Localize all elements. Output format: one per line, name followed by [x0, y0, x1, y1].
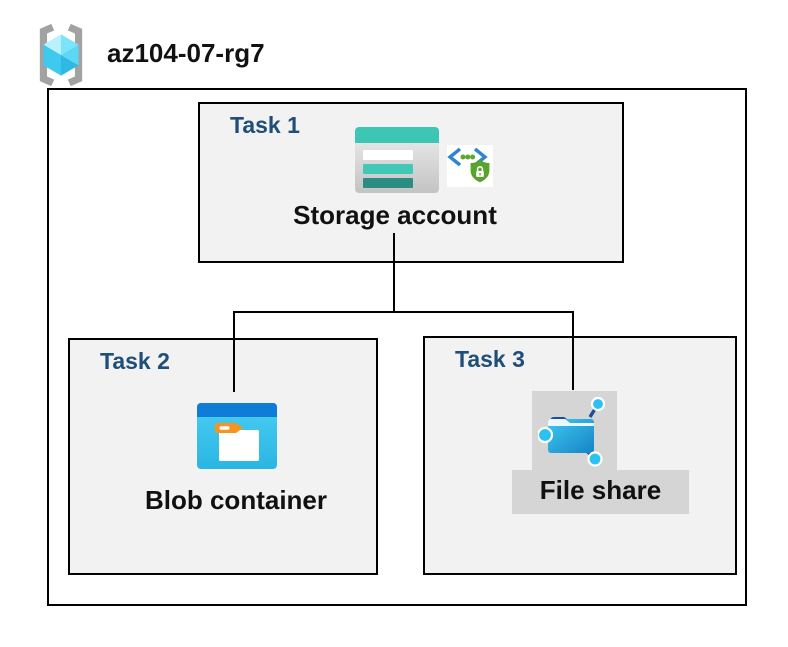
task2-label: Task 2 — [100, 348, 170, 374]
task3-label: Task 3 — [455, 346, 525, 372]
task2-box: Task 2 Blob container — [68, 338, 378, 575]
file-share-label-band: File share — [512, 470, 689, 514]
resource-group-name: az104-07-rg7 — [107, 38, 265, 68]
blob-container-icon — [197, 403, 277, 469]
connector-to-file-share — [572, 311, 574, 390]
file-share-label: File share — [539, 475, 662, 505]
blob-container-label: Blob container — [144, 485, 327, 515]
file-share-icon-backdrop — [532, 391, 617, 472]
task1-box: Task 1 Storage a — [198, 102, 624, 263]
task3-box: Task 3 File — [423, 336, 737, 575]
connector-storage-stem — [393, 233, 395, 313]
resource-group-icon — [29, 23, 93, 87]
connector-to-blob-container — [233, 311, 235, 392]
task1-label: Task 1 — [230, 112, 300, 138]
connector-horizontal — [233, 311, 574, 313]
file-share-icon — [538, 395, 610, 467]
code-lock-shield-icon — [447, 145, 493, 187]
storage-account-icon — [355, 127, 439, 193]
storage-account-label: Storage account — [293, 200, 497, 230]
